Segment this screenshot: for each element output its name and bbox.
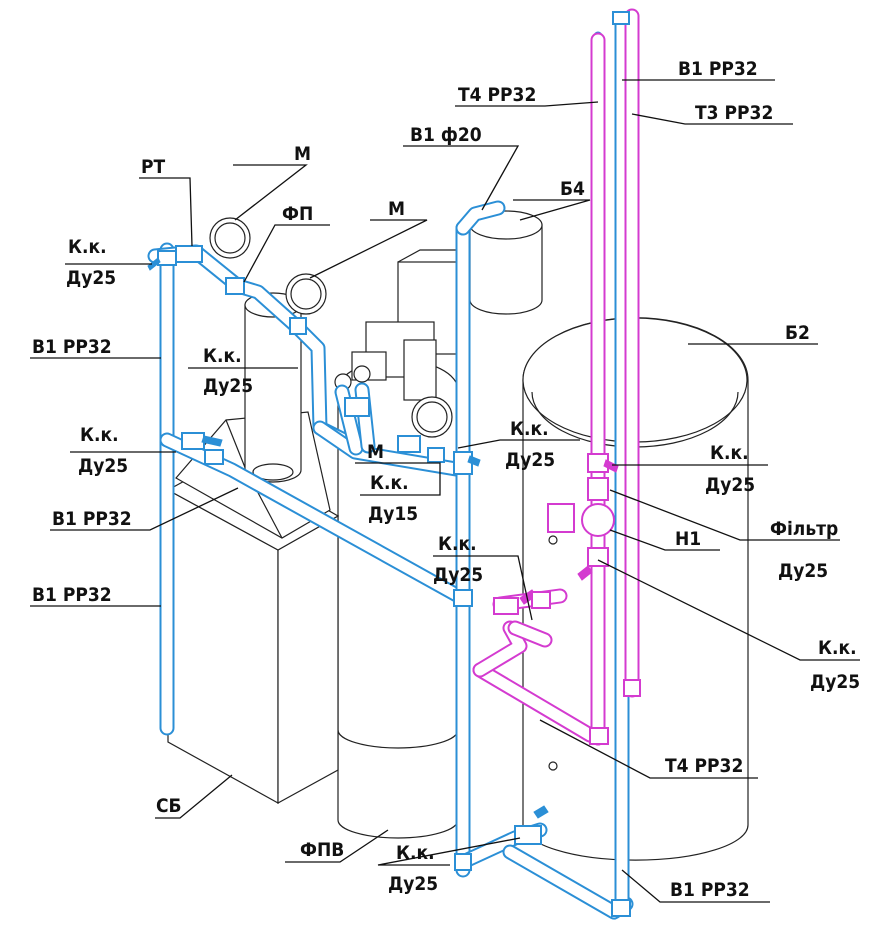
- label-kk5-b: Ду25: [505, 449, 555, 471]
- label-v1-pp32-a: В1 РР32: [678, 58, 758, 80]
- valve-kk-1: [157, 250, 177, 266]
- label-pt: РТ: [141, 156, 166, 178]
- gauge-m-1: [209, 217, 251, 259]
- label-kk4-b: Ду15: [368, 503, 418, 525]
- label-m-2: М: [388, 198, 405, 220]
- label-kk9-b: Ду25: [388, 873, 438, 895]
- label-kk8-a: К.к.: [818, 637, 857, 659]
- hot-valves: [493, 453, 641, 745]
- valve-kk-9: [514, 825, 542, 845]
- label-v1-pp32-left2: В1 РР32: [52, 508, 132, 530]
- label-kk2-a: К.к.: [203, 345, 242, 367]
- label-v1-pp32-bottom: В1 РР32: [670, 879, 750, 901]
- labels: В1 РР32 Т4 РР32 Т3 РР32 В1 ф20 М РТ ФП М…: [32, 58, 860, 901]
- label-kk8-b: Ду25: [810, 671, 860, 693]
- label-t4-pp32-top: Т4 РР32: [458, 84, 536, 106]
- leader-lines: [30, 79, 860, 903]
- filter-du25: [587, 477, 609, 501]
- label-filter-b: Ду25: [778, 560, 828, 582]
- label-kk2-b: Ду25: [203, 375, 253, 397]
- label-kk4-a: К.к.: [370, 472, 409, 494]
- small-gauges: [334, 365, 371, 391]
- gauge-m-2: [285, 273, 327, 315]
- expansion-tank-b4: [469, 210, 543, 315]
- label-kk3-a: К.к.: [80, 424, 119, 446]
- label-t4-pp32-bottom: Т4 РР32: [665, 755, 743, 777]
- label-v1-pp32-left3: В1 РР32: [32, 584, 112, 606]
- label-b4: Б4: [560, 178, 585, 200]
- filter-fp-valve: [225, 277, 245, 295]
- label-fpv: ФПВ: [300, 839, 344, 861]
- label-v1-pp32-left1: В1 РР32: [32, 336, 112, 358]
- ball-valves: [147, 11, 631, 917]
- label-m-3: М: [367, 441, 384, 463]
- valve-kk-4: [344, 397, 370, 417]
- label-m-1: М: [294, 143, 311, 165]
- filter-column-fpv: [337, 249, 471, 839]
- label-kk7-a: К.к.: [438, 533, 477, 555]
- label-kk5-a: К.к.: [510, 418, 549, 440]
- label-fp: ФП: [282, 203, 313, 225]
- valve-kk-2: [181, 432, 205, 450]
- pump-n1: [547, 503, 575, 533]
- regulator-pt: [175, 245, 203, 263]
- valve-kk-7: [493, 597, 519, 615]
- gauge-m-3: [411, 396, 453, 438]
- label-kk9-a: К.к.: [396, 842, 435, 864]
- label-b2: Б2: [785, 322, 810, 344]
- label-n1: Н1: [675, 528, 701, 550]
- label-v1-f20: В1 ф20: [410, 124, 482, 146]
- label-sb: СБ: [156, 795, 182, 817]
- label-kk6-a: К.к.: [710, 442, 749, 464]
- label-t3-pp32: Т3 РР32: [695, 102, 773, 124]
- label-kk1-a: К.к.: [68, 236, 107, 258]
- label-kk3-b: Ду25: [78, 455, 128, 477]
- label-kk7-b: Ду25: [433, 564, 483, 586]
- label-filter-a: Фільтр: [770, 518, 838, 540]
- label-kk6-b: Ду25: [705, 474, 755, 496]
- label-kk1-b: Ду25: [66, 267, 116, 289]
- valve-kk-8: [587, 547, 609, 567]
